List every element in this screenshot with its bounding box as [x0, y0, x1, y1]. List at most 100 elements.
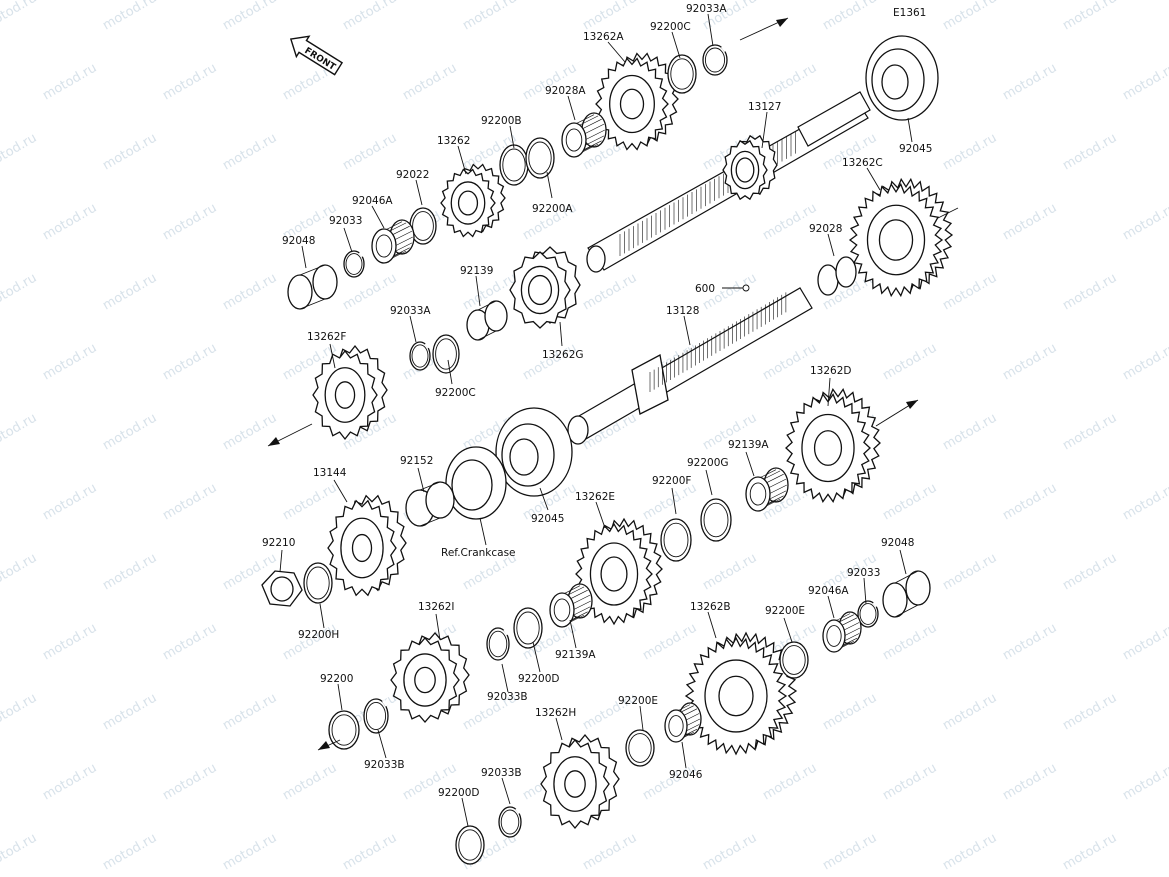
watermark-text: motod.ru	[0, 0, 39, 33]
label-13262F: 13262F	[307, 331, 346, 343]
watermark-text: motod.ru	[460, 0, 519, 33]
watermark-text: motod.ru	[580, 831, 639, 874]
ring-92200C-top	[667, 54, 697, 94]
watermark-text: motod.ru	[700, 551, 759, 594]
watermark-text: motod.ru	[1060, 0, 1119, 33]
sleeve-92139	[466, 300, 508, 341]
label-92046A-bot: 92046A	[808, 585, 849, 597]
watermark-text: motod.ru	[820, 831, 879, 874]
watermark-text: motod.ru	[340, 831, 399, 874]
watermark-text: motod.ru	[220, 271, 279, 314]
label-92152: 92152	[400, 455, 433, 467]
watermark-text: motod.ru	[1120, 61, 1169, 104]
needle-bearing-92139A-bot	[549, 583, 593, 628]
watermark-text: motod.ru	[940, 411, 999, 454]
watermark-text: motod.ru	[1060, 411, 1119, 454]
watermark-text: motod.ru	[1060, 691, 1119, 734]
collar-92048-top	[287, 264, 338, 310]
watermark-text: motod.ru	[940, 691, 999, 734]
watermark-text: motod.ru	[760, 341, 819, 384]
label-92139A-bot: 92139A	[555, 649, 596, 661]
watermark-text: motod.ru	[1000, 621, 1059, 664]
watermark-text: motod.ru	[1120, 621, 1169, 664]
watermark-text: motod.ru	[640, 481, 699, 524]
watermark-text: motod.ru	[1120, 481, 1169, 524]
watermark-text: motod.ru	[520, 341, 579, 384]
label-92033A-mid: 92033A	[390, 305, 431, 317]
watermark-text: motod.ru	[100, 0, 159, 33]
circlip-92033B-bot	[498, 806, 522, 838]
watermark-text: motod.ru	[220, 411, 279, 454]
washer-92200G	[700, 498, 732, 542]
gear-13262E	[575, 517, 663, 626]
label-92139A-right: 92139A	[728, 439, 769, 451]
watermark-text: motod.ru	[100, 831, 159, 874]
label-92200C-top: 92200C	[650, 21, 691, 33]
watermark-text: motod.ru	[1000, 201, 1059, 244]
label-13262: 13262	[437, 135, 470, 147]
watermark-text: motod.ru	[40, 341, 99, 384]
bearing-92045-mid	[495, 407, 573, 497]
label-13262C: 13262C	[842, 157, 883, 169]
label-92046A-top: 92046A	[352, 195, 393, 207]
gear-13262	[440, 163, 506, 238]
watermark-text: motod.ru	[820, 691, 879, 734]
watermark-text: motod.ru	[940, 831, 999, 874]
watermark-text: motod.ru	[220, 831, 279, 874]
watermark-text: motod.ru	[100, 131, 159, 174]
washer-92200C-mid	[432, 334, 460, 374]
label-92200H: 92200H	[298, 629, 339, 641]
watermark-text: motod.ru	[820, 0, 879, 33]
washer-92200A	[525, 137, 555, 179]
label-92048-top: 92048	[282, 235, 315, 247]
part-labels: 13262A 92200C 92033A 92028A 92200B 13262…	[262, 3, 932, 799]
watermark-text: motod.ru	[340, 131, 399, 174]
label-92200B: 92200B	[481, 115, 522, 127]
gear-13262A	[595, 52, 679, 151]
gear-13262I	[390, 632, 470, 723]
washer-92200B	[499, 144, 529, 186]
watermark-text: motod.ru	[220, 131, 279, 174]
shaft-13128	[567, 287, 813, 445]
watermark-text: motod.ru	[0, 551, 39, 594]
label-92033B-left: 92033B	[364, 759, 405, 771]
label-92200A: 92200A	[532, 203, 573, 215]
watermark-text: motod.ru	[160, 201, 219, 244]
watermark-text: motod.ru	[160, 761, 219, 804]
label-92200D-bot: 92200D	[438, 787, 480, 799]
washer-92200D-mid	[513, 607, 543, 649]
washer-92200D-bot	[455, 825, 485, 865]
needle-bearing-92046	[664, 702, 702, 743]
washer-92200F	[660, 518, 692, 562]
label-92200: 92200	[320, 673, 353, 685]
watermark-text: motod.ru	[220, 691, 279, 734]
watermark-text: motod.ru	[1000, 341, 1059, 384]
gear-layer	[312, 52, 954, 830]
gear-13127-drive	[722, 134, 778, 201]
label-13144: 13144	[313, 467, 347, 479]
watermark-text: motod.ru	[880, 481, 939, 524]
gear-13262G	[509, 246, 581, 329]
ring-layer	[303, 44, 879, 865]
watermark-text: motod.ru	[340, 0, 399, 33]
watermark-text: motod.ru	[940, 551, 999, 594]
watermark-text: motod.ru	[1060, 551, 1119, 594]
watermark-text: motod.ru	[40, 761, 99, 804]
label-92200C-mid: 92200C	[435, 387, 476, 399]
watermark-text: motod.ru	[1000, 481, 1059, 524]
watermark-text: motod.ru	[1120, 341, 1169, 384]
label-13262G: 13262G	[542, 349, 584, 361]
needle-bearing-92139A-right	[745, 467, 789, 512]
watermark-text: motod.ru	[580, 0, 639, 33]
nut-92210	[261, 570, 303, 607]
label-92028: 92028	[809, 223, 842, 235]
watermark-text: motod.ru	[160, 341, 219, 384]
label-13128: 13128	[666, 305, 699, 317]
watermark-text: motod.ru	[760, 761, 819, 804]
figure-code: E1361	[893, 7, 926, 19]
watermark-text: motod.ru	[640, 761, 699, 804]
sleeve-92028	[817, 256, 857, 296]
watermark-text: motod.ru	[220, 0, 279, 33]
gear-13262B	[684, 631, 798, 756]
watermark-text: motod.ru	[880, 761, 939, 804]
